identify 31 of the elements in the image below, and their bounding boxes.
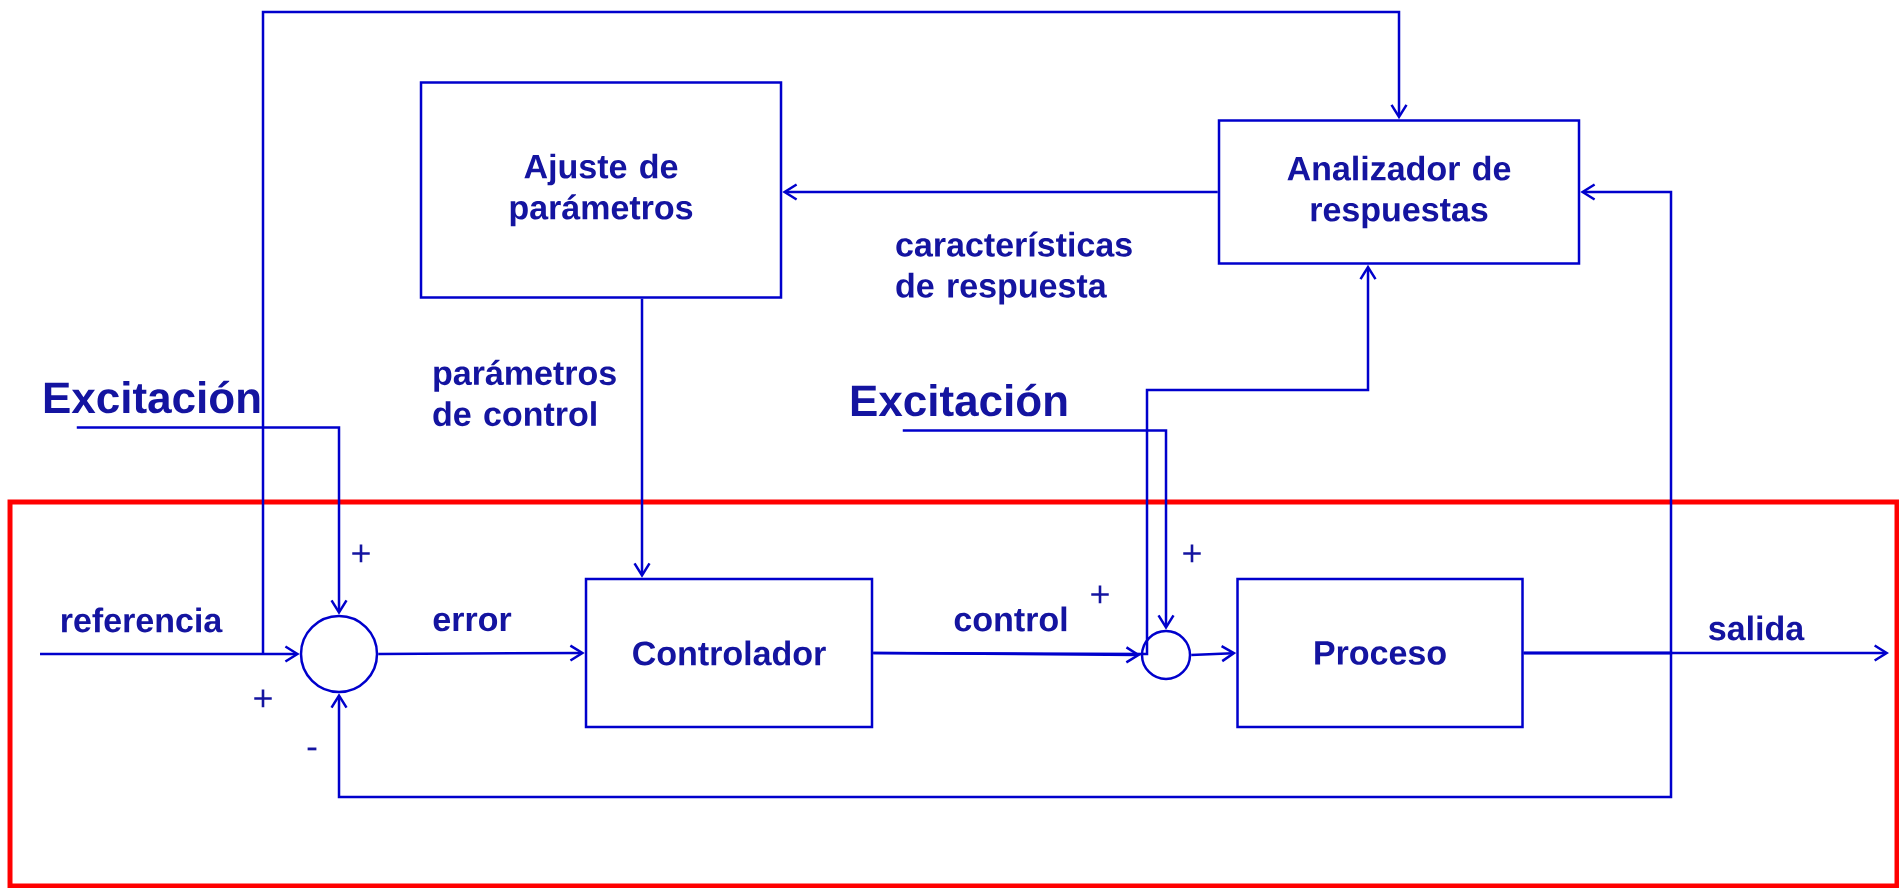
arrow: [1523, 183, 1673, 655]
arrow: [633, 298, 651, 578]
arrow: [1191, 645, 1237, 663]
sign-label: +: [254, 689, 272, 708]
process-box: Controlador: [584, 577, 874, 729]
arrow: [782, 183, 1218, 201]
summing-junction: [299, 614, 379, 694]
sign-label: +: [1091, 585, 1109, 604]
input-label: Excitación: [851, 383, 1067, 417]
sign-label: -: [307, 747, 317, 751]
boundary-frame: [7, 499, 1899, 888]
input-label: Excitación: [44, 380, 260, 414]
arrow: [873, 264, 1377, 656]
edge-label: error: [433, 612, 512, 632]
edge-label: características de respuesta: [896, 231, 1132, 305]
arrow: [261, 10, 1408, 654]
process-box: Analizador de respuestas: [1217, 119, 1581, 265]
arrow: [378, 644, 585, 662]
arrow: [330, 651, 1673, 799]
edge-label: referencia: [62, 607, 223, 633]
process-box: Proceso: [1236, 577, 1524, 729]
arrow: [902, 429, 1175, 630]
arrow: [76, 426, 348, 615]
sign-label: +: [352, 544, 370, 563]
edge-label: salida: [1709, 615, 1805, 641]
edge-label: parámetros de control: [433, 359, 616, 427]
edge-label: control: [954, 606, 1067, 632]
summing-junction: [1140, 629, 1192, 681]
sign-label: +: [1183, 544, 1201, 563]
arrow: [40, 645, 300, 663]
process-box: Ajuste de parámetros: [419, 81, 783, 299]
